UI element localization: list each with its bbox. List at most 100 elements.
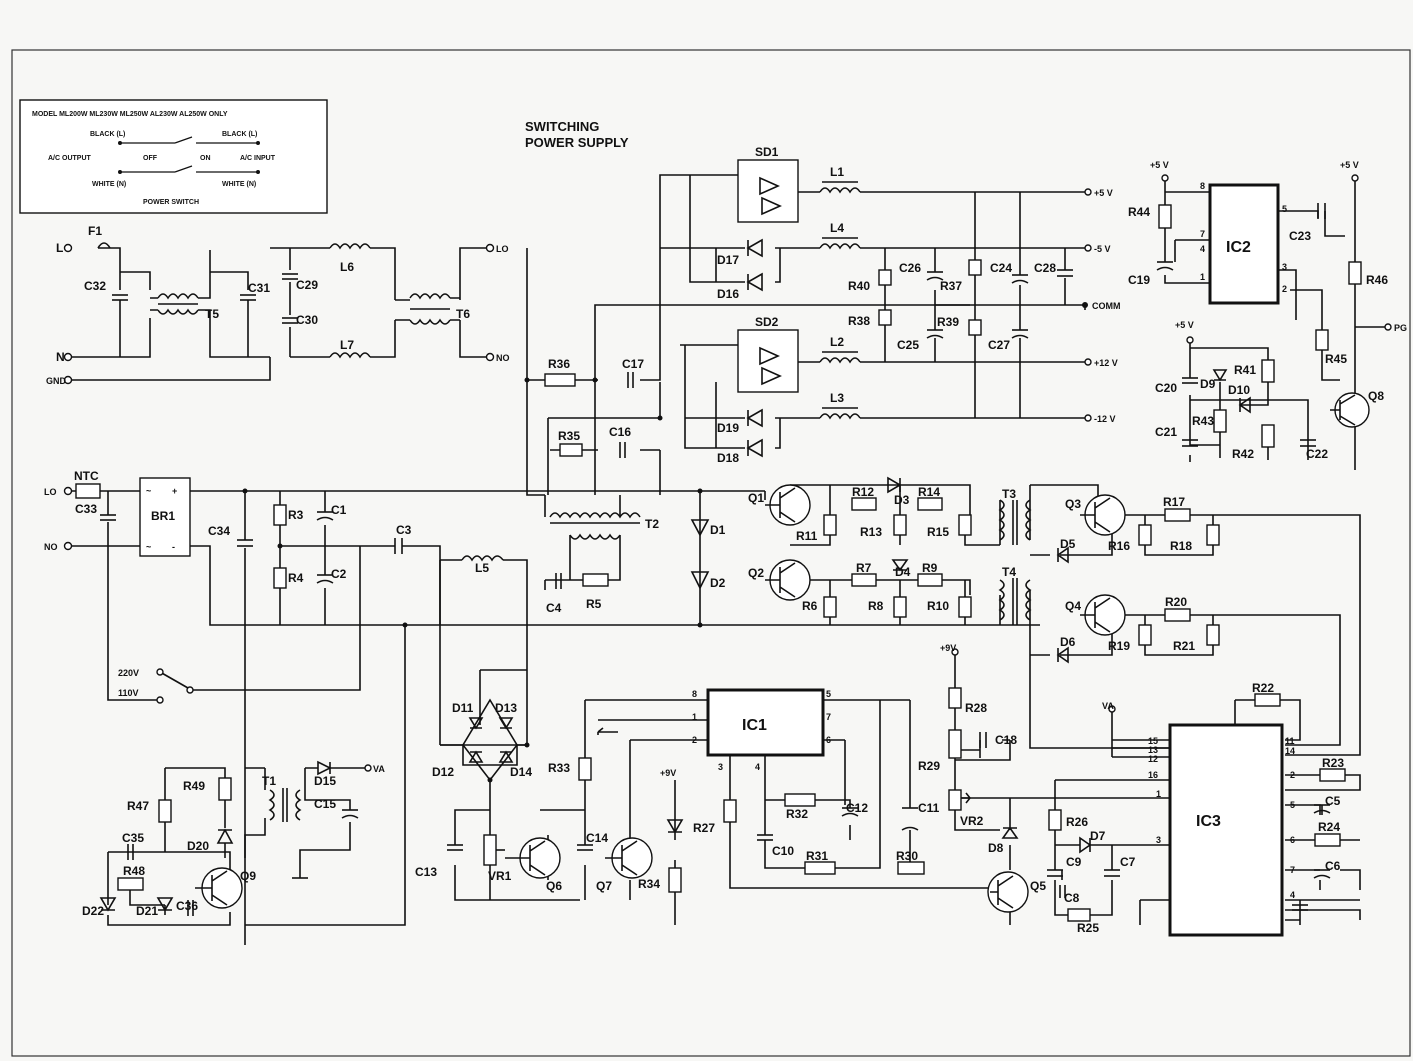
label-R15: R15 bbox=[927, 525, 949, 539]
ic2-pin-5: 5 bbox=[1282, 204, 1287, 214]
label-D7: D7 bbox=[1090, 829, 1106, 843]
ic3-section bbox=[948, 648, 1361, 937]
label-T5: T5 bbox=[205, 307, 219, 321]
ic2-pin-3: 3 bbox=[1282, 262, 1287, 272]
ic2-pin-8: 8 bbox=[1200, 181, 1205, 191]
label-R23: R23 bbox=[1322, 756, 1344, 770]
power-switch-inset: MODEL ML200W ML230W ML250W AL230W AL250W… bbox=[19, 99, 328, 214]
label-R12: R12 bbox=[852, 485, 874, 499]
terminal-plus5v: +5 V bbox=[1094, 188, 1113, 198]
label-D8: D8 bbox=[988, 841, 1004, 855]
power-good-section bbox=[1156, 174, 1392, 470]
primary-transformer-section bbox=[439, 174, 970, 746]
terminal-minus12v: -12 V bbox=[1094, 414, 1116, 424]
label-D13: D13 bbox=[495, 701, 517, 715]
label-L2: L2 bbox=[830, 335, 844, 349]
label-D19: D19 bbox=[717, 421, 739, 435]
label-C33: C33 bbox=[75, 502, 97, 516]
label-D18: D18 bbox=[717, 451, 739, 465]
br1-minus: - bbox=[172, 542, 175, 552]
inset-white-left: WHITE (N) bbox=[92, 181, 126, 188]
label-Q2: Q2 bbox=[748, 566, 764, 580]
inset-heading: MODEL ML200W ML230W ML250W AL230W AL250W… bbox=[32, 111, 228, 118]
label-C19: C19 bbox=[1128, 273, 1150, 287]
label-R43: R43 bbox=[1192, 414, 1214, 428]
label-C4: C4 bbox=[546, 601, 562, 615]
label-R24: R24 bbox=[1318, 820, 1340, 834]
ic2-pin-4: 4 bbox=[1200, 244, 1205, 254]
inset-on: ON bbox=[200, 155, 211, 162]
label-Q4: Q4 bbox=[1065, 599, 1081, 613]
label-C23: C23 bbox=[1289, 229, 1311, 243]
rectifier-section: ~ + ~ - bbox=[63, 477, 1040, 945]
label-C26: C26 bbox=[899, 261, 921, 275]
standby-supply-section bbox=[99, 760, 372, 926]
label-C11: C11 bbox=[918, 801, 940, 815]
label-BR1: BR1 bbox=[151, 509, 175, 523]
label-R37: R37 bbox=[940, 279, 962, 293]
terminal-pg: PG bbox=[1394, 323, 1407, 333]
label-C34: C34 bbox=[208, 524, 230, 538]
terminal-gnd: GND bbox=[46, 376, 67, 386]
label-C29: C29 bbox=[296, 278, 318, 292]
label-SD2: SD2 bbox=[755, 315, 779, 329]
ic3-pin-5: 5 bbox=[1290, 800, 1295, 810]
terminal-va-2: VA bbox=[1102, 701, 1114, 711]
label-C24: C24 bbox=[990, 261, 1012, 275]
label-F1: F1 bbox=[88, 224, 102, 238]
label-R40: R40 bbox=[848, 279, 870, 293]
ic2-pin-7: 7 bbox=[1200, 229, 1205, 239]
terminal-l: L bbox=[56, 241, 63, 255]
ic2-pin-1: 1 bbox=[1200, 272, 1205, 282]
ic3-pin-3: 3 bbox=[1156, 835, 1161, 845]
terminal-110v: 110V bbox=[118, 688, 139, 698]
label-T1: T1 bbox=[262, 774, 276, 788]
ic1-pin-2: 2 bbox=[692, 735, 697, 745]
label-C27: C27 bbox=[988, 338, 1010, 352]
label-R9: R9 bbox=[922, 561, 938, 575]
ic3-pin-4: 4 bbox=[1290, 890, 1295, 900]
ic3-pin-14: 14 bbox=[1285, 746, 1295, 756]
label-C8: C8 bbox=[1064, 891, 1080, 905]
label-L5: L5 bbox=[475, 561, 489, 575]
secondary-output-section bbox=[660, 159, 1092, 458]
label-C3: C3 bbox=[396, 523, 412, 537]
label-VR1: VR1 bbox=[488, 869, 512, 883]
ic1-pin-7: 7 bbox=[826, 712, 831, 722]
ic1-pin-4: 4 bbox=[755, 762, 760, 772]
br1-ac-1: ~ bbox=[146, 486, 151, 496]
inset-black-left: BLACK (L) bbox=[90, 131, 125, 138]
label-L7: L7 bbox=[340, 338, 354, 352]
terminal-plus9v-a: +9V bbox=[660, 768, 676, 778]
terminal-n: N bbox=[56, 350, 65, 364]
ic2-label: IC2 bbox=[1226, 239, 1251, 256]
label-D12: D12 bbox=[432, 765, 454, 779]
label-C21: C21 bbox=[1155, 425, 1177, 439]
label-R11: R11 bbox=[796, 529, 818, 543]
label-D5: D5 bbox=[1060, 537, 1076, 551]
ic2-pin-2: 2 bbox=[1282, 284, 1287, 294]
label-C32: C32 bbox=[84, 279, 106, 293]
label-Q7: Q7 bbox=[596, 879, 612, 893]
terminal-no-2: NO bbox=[496, 353, 510, 363]
label-T3: T3 bbox=[1002, 487, 1016, 501]
label-R6: R6 bbox=[802, 599, 818, 613]
label-R47: R47 bbox=[127, 799, 149, 813]
label-D20: D20 bbox=[187, 839, 209, 853]
inset-black-right: BLACK (L) bbox=[222, 131, 257, 138]
label-C6: C6 bbox=[1325, 859, 1341, 873]
label-R17: R17 bbox=[1163, 495, 1185, 509]
ic3-pin-13: 13 bbox=[1148, 745, 1158, 755]
label-Q5: Q5 bbox=[1030, 879, 1046, 893]
label-R30: R30 bbox=[896, 849, 918, 863]
emi-filter bbox=[63, 242, 495, 385]
label-C36: C36 bbox=[176, 899, 198, 913]
label-R7: R7 bbox=[856, 561, 872, 575]
label-D2: D2 bbox=[710, 576, 726, 590]
label-C13: C13 bbox=[415, 865, 437, 879]
label-L6: L6 bbox=[340, 260, 354, 274]
label-Q1: Q1 bbox=[748, 491, 764, 505]
title-line-2: POWER SUPPLY bbox=[525, 135, 629, 150]
label-NTC: NTC bbox=[74, 469, 99, 483]
ic1-pin-5: 5 bbox=[826, 689, 831, 699]
